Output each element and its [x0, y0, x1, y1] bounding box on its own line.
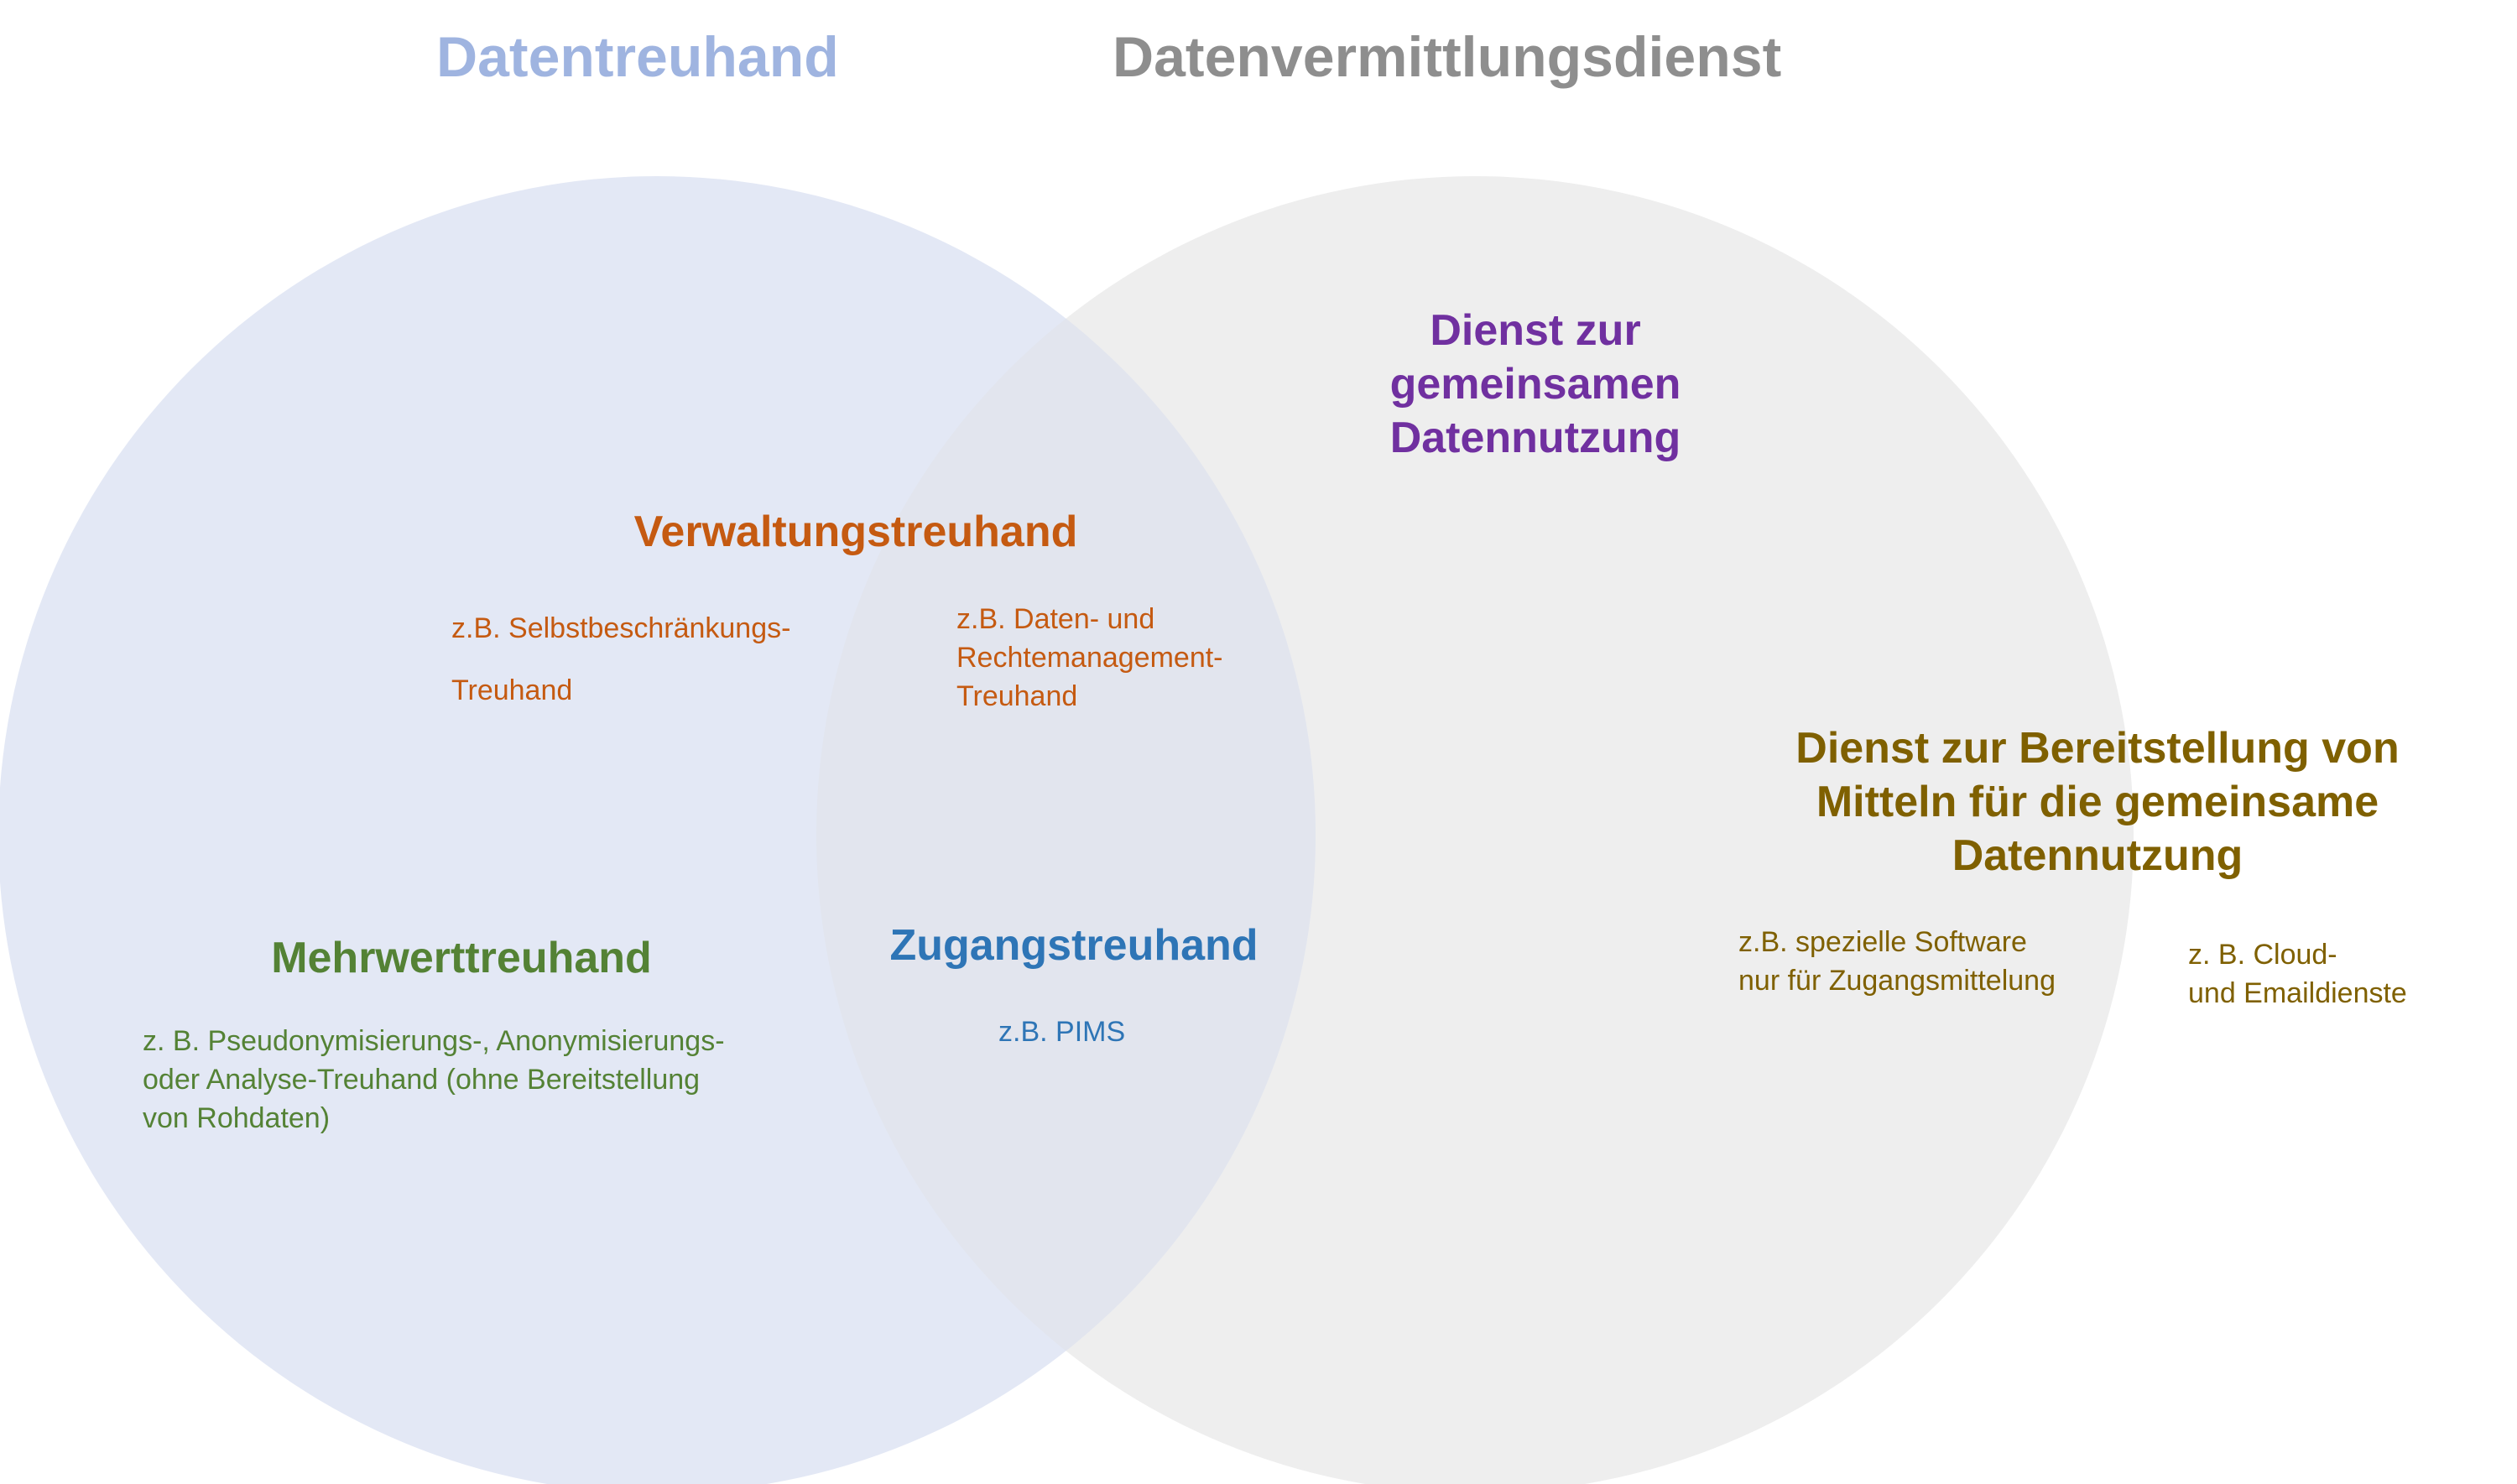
mehrwerttreuhand-example: z. B. Pseudonymisierungs-, Anonymisierun… — [143, 1025, 725, 1134]
bereitstellung-example-software: z.B. spezielle Software nur für Zugangsm… — [1738, 926, 2056, 997]
bereitstellung-title: Dienst zur Bereitstellung von Mitteln fü… — [1795, 724, 2400, 880]
zugangstreuhand-title: Zugangstreuhand — [889, 921, 1258, 970]
zugangstreuhand-example: z.B. PIMS — [998, 1016, 1126, 1048]
dienst-gemeinsame-datennutzung-label: Dienst zur gemeinsamen Datennutzung — [1389, 306, 1681, 462]
verwaltungstreuhand-right-example: z.B. Daten- und Rechtemanagement- Treuha… — [956, 603, 1223, 712]
mehrwerttreuhand-title: Mehrwerttreuhand — [271, 934, 652, 982]
datentreuhand-title: Datentreuhand — [436, 25, 839, 89]
bereitstellung-example-cloud: z. B. Cloud- und Emaildienste — [2188, 939, 2407, 1009]
verwaltungstreuhand-title: Verwaltungstreuhand — [633, 508, 1078, 556]
verwaltungstreuhand-left-example: z.B. Selbstbeschränkungs- Treuhand — [451, 612, 791, 706]
overlap-region — [816, 176, 1316, 1484]
datenvermittlungsdienst-title: Datenvermittlungsdienst — [1113, 25, 1782, 89]
